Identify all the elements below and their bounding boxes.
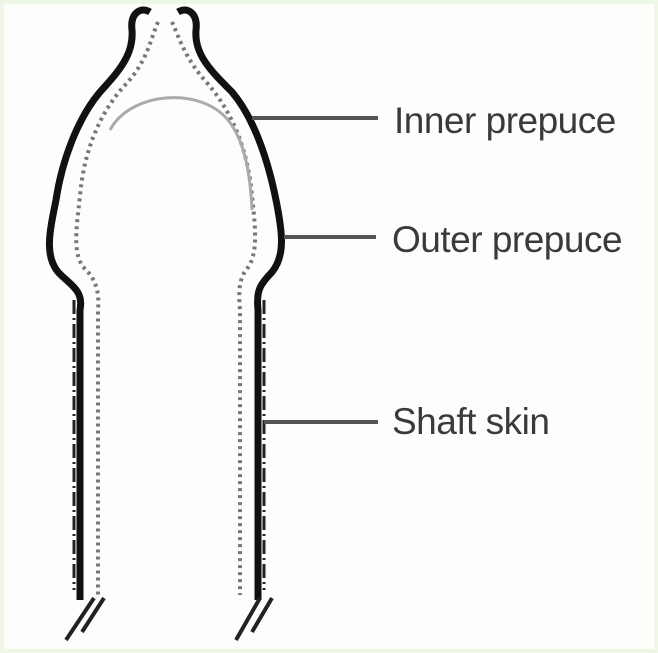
shaft-cut-end-right <box>236 598 272 640</box>
label-inner-prepuce: Inner prepuce <box>394 100 616 142</box>
glans-dome-outline <box>110 98 252 210</box>
label-shaft-skin: Shaft skin <box>392 401 549 443</box>
shaft-cut-end-left <box>66 598 104 640</box>
label-outer-prepuce: Outer prepuce <box>392 219 622 261</box>
